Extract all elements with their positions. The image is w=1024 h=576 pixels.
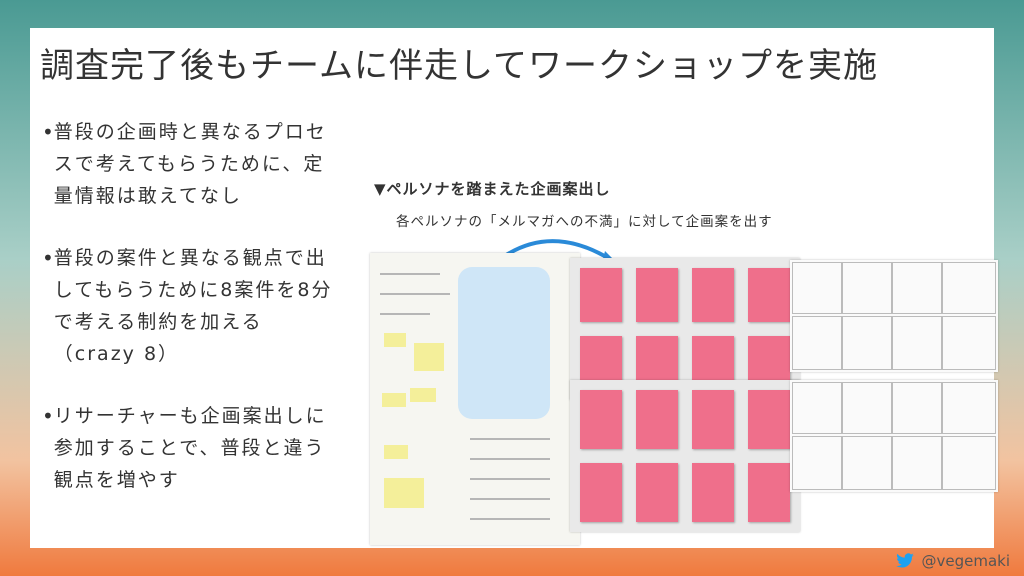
figure-title: ▼ペルソナを踏まえた企画案出し <box>374 180 611 198</box>
persona-sheet-image <box>370 253 580 545</box>
persona-line <box>380 293 450 295</box>
yellow-note <box>414 343 444 371</box>
figure-subtitle: 各ペルソナの「メルマガへの不満」に対して企画案を出す <box>396 214 773 230</box>
bullet-dot: • <box>42 404 54 428</box>
persona-line <box>470 438 550 440</box>
crazy8-sketch-image <box>790 380 998 492</box>
sketch-cell <box>842 262 892 314</box>
sticky-note <box>636 268 678 322</box>
sketch-cell <box>842 436 892 490</box>
sketch-cell <box>942 316 996 370</box>
sketch-cell <box>842 382 892 434</box>
persona-line <box>470 478 550 480</box>
sketch-cell <box>792 382 842 434</box>
sticky-note <box>748 268 790 322</box>
sketch-cell <box>792 262 842 314</box>
sticky-note <box>748 463 790 522</box>
sticky-note <box>636 463 678 522</box>
sketch-cell <box>942 262 996 314</box>
sticky-note <box>692 390 734 449</box>
persona-line <box>470 498 550 500</box>
yellow-note <box>384 478 424 508</box>
sticky-note <box>580 268 622 322</box>
slide: 調査完了後もチームに伴走してワークショップを実施 • 普段の企画時と異なるプロセ… <box>30 28 998 548</box>
sketch-cell <box>892 262 942 314</box>
slide-title: 調査完了後もチームに伴走してワークショップを実施 <box>40 46 878 86</box>
crazy8-sketch-image <box>790 260 998 372</box>
persona-line <box>470 518 550 520</box>
bullet-text: 普段の案件と異なる観点で出してもらうために8案件を8分で考える制約を加える（cr… <box>53 247 333 365</box>
sticky-note <box>692 268 734 322</box>
persona-line <box>380 273 440 275</box>
sketch-cell <box>892 436 942 490</box>
bullet-item: • 普段の案件と異なる観点で出してもらうために8案件を8分で考える制約を加える（… <box>42 242 342 370</box>
bullet-text: 普段の企画時と異なるプロセスで考えてもらうために、定量情報は敢えてなし <box>53 121 327 207</box>
sticky-note <box>636 390 678 449</box>
yellow-note <box>384 333 406 347</box>
sticky-note <box>748 390 790 449</box>
bullet-item: • 普段の企画時と異なるプロセスで考えてもらうために、定量情報は敢えてなし <box>42 116 342 212</box>
twitter-bird-icon <box>896 553 915 568</box>
twitter-handle-text: @vegemaki <box>921 552 1010 570</box>
sticky-note <box>580 390 622 449</box>
bullet-dot: • <box>42 246 54 270</box>
bullet-list: • 普段の企画時と異なるプロセスで考えてもらうために、定量情報は敢えてなし • … <box>42 116 342 526</box>
sketch-cell <box>792 436 842 490</box>
bullet-item: • リサーチャーも企画案出しに参加することで、普段と違う観点を増やす <box>42 400 342 496</box>
yellow-note <box>382 393 406 407</box>
bullet-dot: • <box>42 120 54 144</box>
persona-highlight <box>458 267 550 419</box>
sketch-cell <box>892 316 942 370</box>
persona-line <box>380 313 430 315</box>
yellow-note <box>384 445 408 459</box>
sketch-cell <box>842 316 892 370</box>
sticky-note <box>580 463 622 522</box>
sketch-cell <box>892 382 942 434</box>
yellow-note <box>410 388 436 402</box>
sketch-cell <box>942 436 996 490</box>
sticky-board-image <box>570 258 800 400</box>
persona-line <box>470 458 550 460</box>
sketch-cell <box>942 382 996 434</box>
sketch-cell <box>792 316 842 370</box>
sticky-board-image <box>570 380 800 532</box>
sticky-note <box>692 463 734 522</box>
bullet-text: リサーチャーも企画案出しに参加することで、普段と違う観点を増やす <box>53 405 327 491</box>
twitter-handle: @vegemaki <box>895 552 1010 570</box>
